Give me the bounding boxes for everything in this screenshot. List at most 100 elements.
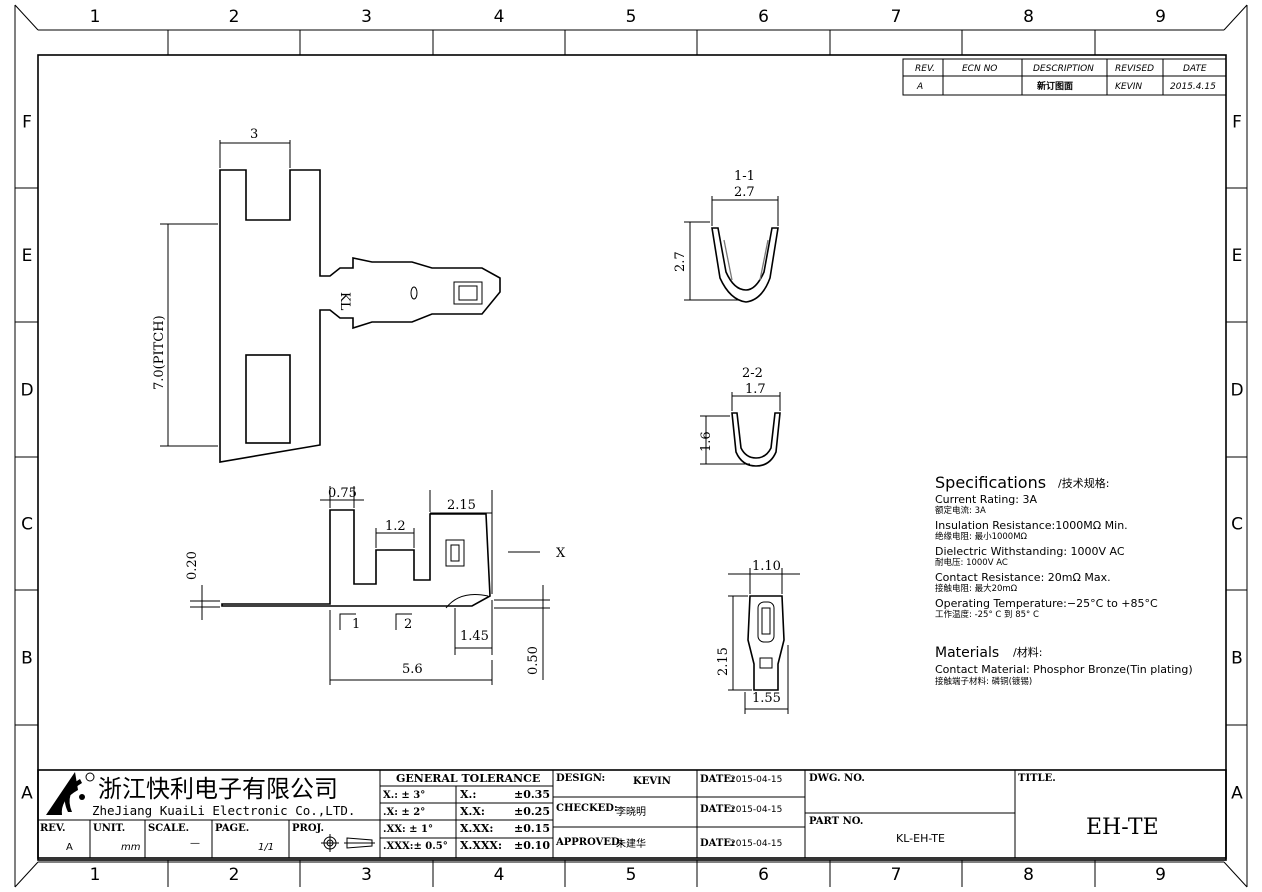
title-label: TITLE.	[1018, 773, 1056, 784]
company-logo	[46, 772, 95, 815]
title-block: 浙江快利电子有限公司 ZheJiang KuaiLi Electronic Co…	[37, 769, 1227, 859]
dim-1.45: 1.45	[460, 629, 489, 644]
tolerance-angular: .XX: ± 1°	[383, 824, 433, 835]
revised-value: KEVIN	[1115, 82, 1142, 92]
description-value: 新订图面	[1037, 80, 1073, 92]
view-x-label: X	[556, 546, 566, 561]
zone-column-label: 9	[1155, 7, 1166, 27]
dim-0.75: 0.75	[328, 486, 357, 501]
checked-value: 李晓明	[616, 805, 646, 818]
spec-item-cn: 工作温度: -25° C 到 85° C	[935, 609, 1039, 620]
spec-item: Insulation Resistance:1000MΩ Min.	[935, 519, 1128, 532]
zone-column-label: 8	[1023, 7, 1034, 27]
spec-item: Operating Temperature:−25°C to +85°C	[935, 597, 1158, 610]
rev-value: A	[916, 82, 923, 92]
spec-title-cn: /技术规格:	[1058, 476, 1109, 490]
zone-row-label: B	[21, 649, 33, 669]
design-label: DESIGN:	[556, 773, 605, 784]
zone-row-label: B	[1231, 649, 1243, 669]
spec-item: Dielectric Withstanding: 1000V AC	[935, 545, 1125, 558]
spec-item-cn: 耐电压: 1000V AC	[935, 557, 1008, 568]
end-top-width: 1.10	[752, 559, 781, 574]
dim-2.15: 2.15	[447, 498, 476, 513]
end-view: 1.10 2.15 1.55	[716, 559, 800, 714]
zone-column-label: 7	[891, 865, 902, 885]
tolerance-linear-key: X.:	[460, 788, 476, 801]
tolerance-angular: .X: ± 2°	[383, 807, 425, 818]
tolerance-angular: X.: ± 3°	[383, 790, 425, 801]
ecn-header: ECN NO	[962, 64, 997, 74]
zone-column-label: 5	[626, 865, 637, 885]
zone-column-label: 1	[90, 865, 101, 885]
zone-column-label: 3	[361, 7, 372, 27]
checked-label: CHECKED:	[556, 803, 618, 814]
zone-row-label: A	[21, 784, 33, 804]
tolerance-linear-value: ±0.35	[514, 788, 550, 801]
page-label: PAGE.	[215, 823, 249, 834]
part-no-label: PART NO.	[809, 816, 863, 827]
unit-value: mm	[121, 842, 141, 853]
section-2-marker-label: 2	[404, 617, 412, 632]
tolerance-linear-key: X.X:	[460, 805, 485, 818]
end-bottom-width: 1.55	[752, 691, 781, 706]
zone-column-label: 6	[758, 7, 769, 27]
date-label: DATE:	[700, 838, 735, 849]
approved-value: 朱建华	[616, 837, 646, 850]
scale-label: SCALE.	[148, 823, 189, 834]
zone-column-label: 9	[1155, 865, 1166, 885]
zone-row-label: A	[1231, 784, 1243, 804]
date-label: DATE:	[700, 804, 735, 815]
spec-item-cn: 额定电流: 3A	[935, 505, 986, 516]
tolerance-angular: .XXX:± 0.5°	[383, 841, 448, 852]
zone-column-label: 4	[494, 7, 505, 27]
dwg-no-label: DWG. NO.	[809, 773, 865, 784]
dim-width-3: 3	[250, 127, 258, 142]
revised-header: REVISED	[1115, 64, 1154, 74]
zone-row-label: F	[1232, 113, 1242, 133]
drawing-title: EH-TE	[1086, 815, 1159, 840]
dim-5.6: 5.6	[402, 662, 423, 677]
end-height: 2.15	[716, 647, 731, 676]
page-value: 1/1	[258, 842, 274, 853]
zone-row-label: C	[1231, 515, 1243, 535]
zone-column-label: 3	[361, 865, 372, 885]
marking-kl: KL	[337, 292, 352, 311]
dim-0.50: 0.50	[526, 646, 541, 675]
specifications: Specifications /技术规格: Current Rating: 3A…	[935, 473, 1193, 687]
rev-value: A	[66, 842, 73, 853]
zone-column-label: 6	[758, 865, 769, 885]
spec-item: Current Rating: 3A	[935, 493, 1037, 506]
zone-row-label: E	[22, 246, 33, 266]
dim-pitch: 7.0(PITCH)	[152, 315, 167, 390]
materials-cn: 接触端子材料: 磷铜(镀锡)	[935, 676, 1032, 687]
zone-column-label: 7	[891, 7, 902, 27]
unit-label: UNIT.	[93, 823, 125, 834]
spec-item: Contact Resistance: 20mΩ Max.	[935, 571, 1111, 584]
company-name-en: ZheJiang KuaiLi Electronic Co.,LTD.	[92, 803, 355, 818]
approved-label: APPROVED:	[555, 837, 623, 848]
tolerance-linear-key: X.XX:	[460, 822, 494, 835]
date-value: 2015.4.15	[1170, 82, 1216, 92]
materials-title-cn: /材料:	[1013, 645, 1042, 659]
company-name-cn: 浙江快利电子有限公司	[98, 775, 338, 803]
part-no-value: KL-EH-TE	[896, 832, 945, 845]
section-1-marker	[339, 613, 356, 630]
zone-row-label: D	[20, 381, 33, 401]
section-2-2: 2-2 1.7 1.6	[699, 366, 781, 467]
section-2-marker	[395, 613, 412, 630]
zone-row-label: E	[1232, 246, 1243, 266]
tolerance-linear-value: ±0.25	[514, 805, 550, 818]
section-2-height: 1.6	[699, 431, 714, 452]
tolerance-title: GENERAL TOLERANCE	[396, 772, 540, 785]
section-1-height: 2.7	[673, 251, 688, 272]
scale-value: —	[190, 838, 200, 849]
drawing-frame	[14, 4, 1248, 888]
checked-date: 2015-04-15	[730, 805, 782, 815]
side-view: 0.75 1.2 2.15 X 0.20 1 2 1.45 0.50 5.6	[185, 486, 566, 685]
tolerance-linear-key: X.XXX:	[460, 839, 502, 852]
projection-symbol-icon	[321, 834, 375, 852]
spec-title: Specifications	[935, 473, 1046, 492]
zone-column-label: 2	[229, 7, 240, 27]
section-1-1: 1-1 2.7 2.7	[673, 169, 779, 303]
